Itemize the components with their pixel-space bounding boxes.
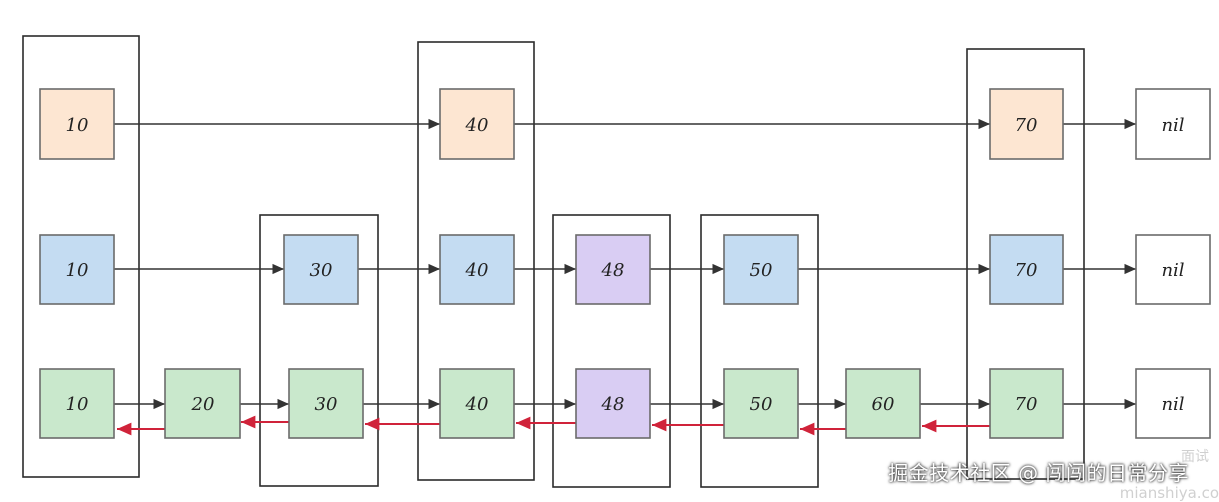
node-box	[723, 234, 799, 305]
node-label: 40	[465, 394, 489, 415]
node-label: 10	[66, 260, 89, 281]
node-label: 10	[66, 394, 89, 415]
node-label: 48	[601, 260, 625, 281]
tower-outline-40	[417, 41, 535, 481]
watermark-ghost: mianshiya.co	[1119, 484, 1219, 502]
node-l1-nil: nil	[1135, 234, 1211, 305]
node-label: 50	[750, 394, 773, 415]
node-box	[989, 234, 1064, 305]
node-label: 70	[1015, 394, 1038, 415]
node-box	[283, 234, 359, 305]
node-label: 30	[310, 260, 333, 281]
node-label: nil	[1161, 260, 1184, 281]
node-l0-70: 70	[989, 368, 1064, 439]
forward-arrows	[114, 118, 1136, 410]
node-label: 20	[191, 394, 215, 415]
node-l1-70: 70	[989, 234, 1064, 305]
node-l1-10: 10	[39, 234, 115, 305]
tower-outline-50	[700, 214, 819, 488]
node-l2-nil: nil	[1135, 88, 1211, 160]
tower-outline-10	[22, 35, 140, 478]
node-l2-10: 10	[39, 88, 115, 160]
node-box	[39, 368, 115, 439]
tower-outline-48	[552, 214, 671, 488]
node-l0-20: 20	[164, 368, 241, 439]
node-l1-48: 48	[575, 234, 651, 305]
node-l2-40: 40	[439, 88, 515, 160]
nodes: 10 40 70 nil 10 30 40 48	[39, 88, 1211, 439]
node-box	[723, 368, 799, 439]
watermark: 掘金技术社区 @ 闯闯的日常分享	[888, 461, 1189, 485]
node-box	[288, 368, 364, 439]
node-box	[39, 234, 115, 305]
node-label: 48	[601, 394, 625, 415]
node-l1-30: 30	[283, 234, 359, 305]
node-box	[575, 234, 651, 305]
watermark-ghost-top: 面试	[1181, 449, 1209, 465]
node-l0-nil: nil	[1135, 368, 1211, 439]
tower-outline-70	[966, 48, 1085, 480]
node-box	[1135, 368, 1211, 439]
node-box	[1135, 234, 1211, 305]
node-box	[39, 88, 115, 160]
node-l2-70: 70	[989, 88, 1064, 160]
node-l0-50: 50	[723, 368, 799, 439]
node-box	[439, 234, 515, 305]
node-box	[989, 368, 1064, 439]
node-label: 30	[315, 394, 338, 415]
node-label: 50	[750, 260, 773, 281]
node-label: 40	[465, 260, 489, 281]
node-l0-10: 10	[39, 368, 115, 439]
node-l0-30: 30	[288, 368, 364, 439]
node-box	[575, 368, 651, 439]
node-box	[439, 368, 515, 439]
node-box	[439, 88, 515, 160]
node-label: nil	[1161, 394, 1184, 415]
node-box	[989, 88, 1064, 160]
node-l0-40: 40	[439, 368, 515, 439]
node-box	[1135, 88, 1211, 160]
node-box	[164, 368, 241, 439]
node-l1-40: 40	[439, 234, 515, 305]
tower-outlines	[22, 35, 1085, 488]
node-box	[845, 368, 921, 439]
node-l0-60: 60	[845, 368, 921, 439]
node-l0-48: 48	[575, 368, 651, 439]
node-l1-50: 50	[723, 234, 799, 305]
node-label: 70	[1015, 115, 1038, 136]
backward-arrows	[117, 415, 990, 436]
node-label: 10	[66, 115, 89, 136]
tower-outline-30	[259, 214, 379, 487]
node-label: 70	[1015, 260, 1038, 281]
node-label: nil	[1161, 115, 1184, 136]
node-label: 60	[872, 394, 895, 415]
node-label: 40	[465, 115, 489, 136]
